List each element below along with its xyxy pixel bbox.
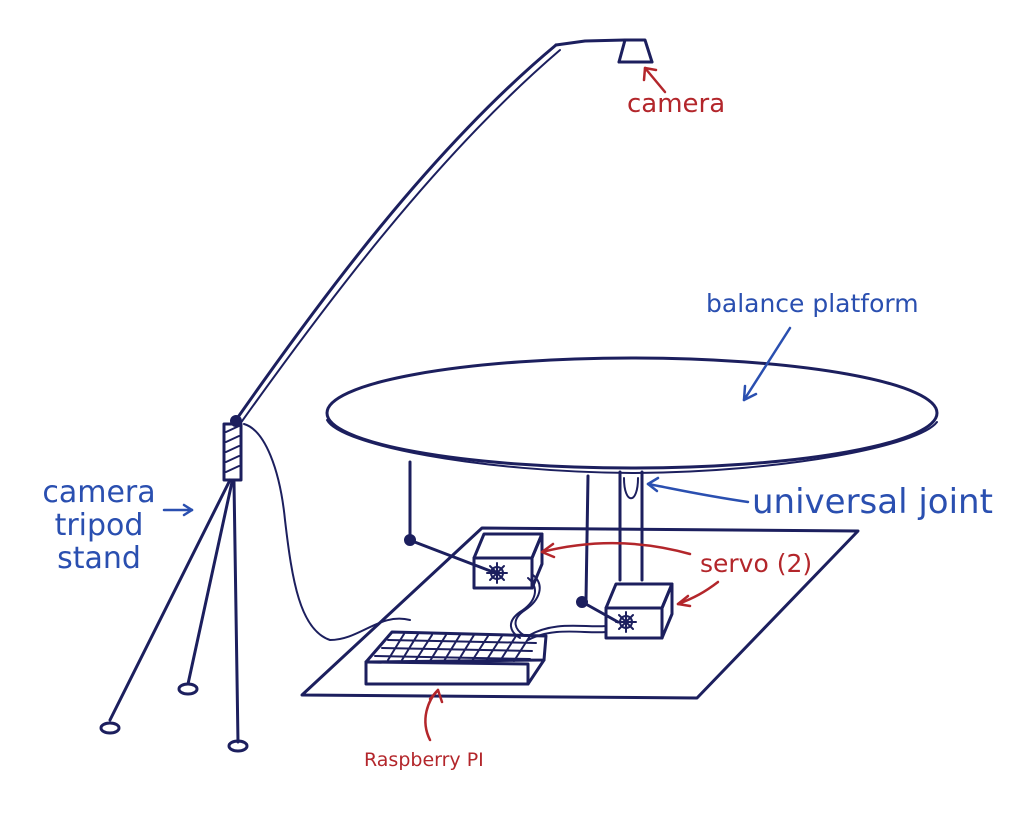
- tripod-legs: [99, 478, 249, 753]
- balance-platform-label: balance platform: [706, 289, 919, 318]
- tripod-label-line-2: tripod: [54, 508, 144, 543]
- tripod-label-line-1: camera: [42, 475, 156, 510]
- camera-boom-arm: [234, 38, 627, 425]
- balance-platform: [325, 356, 939, 474]
- base-board: [300, 526, 860, 700]
- universal-joint-label: universal joint: [752, 482, 993, 522]
- label-arrows: [162, 66, 792, 742]
- raspberry-pi-label: Raspberry PI: [364, 749, 484, 771]
- tripod-stand-label: camera tripod stand: [34, 476, 164, 575]
- servo-linkage-rods: [404, 460, 620, 624]
- tripod-head: [222, 415, 243, 482]
- servo-label: servo (2): [700, 549, 813, 578]
- universal-joint-column: [584, 470, 644, 602]
- servo-left: [472, 532, 544, 590]
- tripod-label-line-3: stand: [57, 541, 141, 576]
- raspberry-pi-keyboard: [364, 630, 548, 686]
- servo-right: [604, 582, 674, 640]
- servo-wires: [510, 574, 607, 641]
- camera-cable: [243, 423, 411, 641]
- camera-label: camera: [627, 89, 726, 119]
- camera-body: [617, 38, 654, 64]
